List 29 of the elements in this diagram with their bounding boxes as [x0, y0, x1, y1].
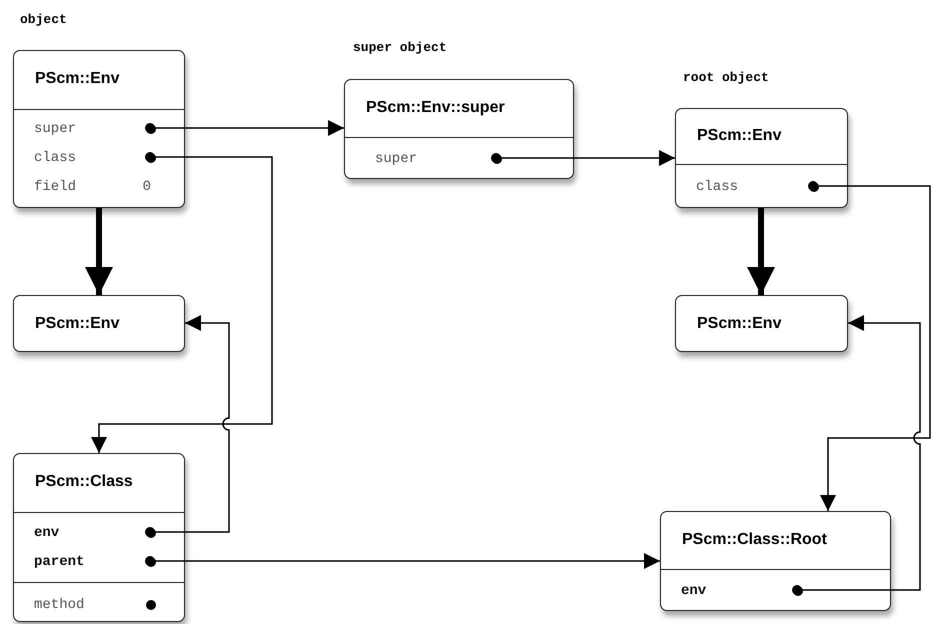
arrow	[145, 553, 660, 569]
field-name: method	[34, 596, 156, 614]
arrow	[792, 315, 921, 595]
field-name: env	[34, 524, 156, 542]
arrow	[91, 152, 273, 453]
type-name: PScm::Class::Root	[682, 530, 827, 548]
arrow	[808, 181, 931, 511]
field-name: class	[34, 149, 156, 167]
arrow	[747, 208, 775, 295]
field-name: super	[34, 120, 156, 138]
field-value: 0	[142, 179, 151, 195]
object-label: root object	[683, 70, 769, 85]
field-name: parent	[34, 553, 156, 571]
arrow	[145, 120, 344, 136]
type-name: PScm::Env	[697, 314, 782, 332]
object-label: object	[20, 12, 67, 27]
object-label: super object	[353, 40, 447, 55]
arrow	[85, 208, 113, 295]
type-name: PScm::Env	[35, 70, 120, 88]
type-name: PScm::Env	[697, 126, 782, 144]
arrow	[491, 150, 675, 166]
type-name: PScm::Env::super	[366, 98, 505, 116]
arrow	[145, 315, 230, 537]
type-name: PScm::Class	[35, 473, 133, 491]
field-name: env	[681, 582, 803, 600]
field-name: super	[375, 150, 502, 168]
type-name: PScm::Env	[35, 314, 120, 332]
field-name: field	[34, 179, 76, 195]
field-name: class	[696, 178, 819, 196]
